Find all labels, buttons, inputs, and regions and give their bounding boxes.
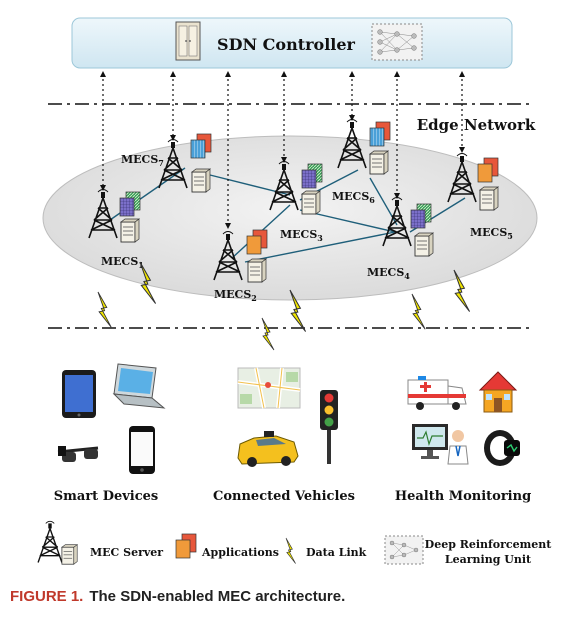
legend-mec-server [37,520,78,565]
smart-glasses-icon [57,446,99,462]
ambulance-icon [407,376,467,410]
mec-node-5: MECS5 [447,152,513,241]
mec-label: MECS3 [280,228,323,243]
smartphone-icon [129,426,155,474]
mec-label: MECS5 [470,226,513,241]
neural-net-icon [384,535,424,565]
mec-node-6: MECS6 [332,118,391,205]
legend: MEC Server Applications Data Link Deep R… [37,520,553,566]
server-icon [414,232,434,257]
group-label: Connected Vehicles [213,489,355,504]
lightning-icon [97,291,112,328]
edge-network-label: Edge Network [417,116,536,134]
legend-label: Learning Unit [445,553,532,566]
mec-node-4: MECS4 [367,196,434,281]
group-label: Health Monitoring [395,489,531,504]
mec-label: MECS4 [367,266,410,281]
lightning-icon [285,537,296,564]
app-stack-icon [175,533,197,559]
legend-label: Applications [201,546,279,559]
mec-label: MECS6 [332,190,375,205]
sdn-controller: SDN Controller [71,17,513,69]
mec-node-3: MECS3 [269,160,323,243]
legend-label: MEC Server [90,546,163,559]
mec-label: MECS1 [101,255,144,270]
doctor-monitor-icon [412,424,469,465]
map-icon [237,367,301,409]
figure-caption-text: The SDN-enabled MEC architecture. [89,588,346,605]
lightning-icon [261,317,275,351]
laptop-icon [112,363,166,409]
figure-number: FIGURE 1. [10,588,84,605]
traffic-light-icon [320,390,338,464]
neural-net-icon [371,23,423,61]
fitness-band-icon [484,430,520,466]
server-icon [191,168,211,193]
lightning-icon [411,293,426,330]
legend-label: Data Link [306,546,367,559]
mec-node-2: MECS2 [213,229,268,303]
server-icon [301,190,321,215]
control-links [100,71,465,229]
server-icon [479,186,499,211]
server-rack-icon [175,21,201,61]
legend-label: Deep Reinforcement [425,538,553,551]
server-icon [120,218,140,243]
controller-title: SDN Controller [217,35,355,54]
group-label: Smart Devices [54,489,159,504]
mec-label: MECS7 [121,153,164,168]
mec-node-7: MECS7 [121,133,212,193]
server-icon [247,258,267,283]
device-group-vehicles: Connected Vehicles [213,367,355,504]
tablet-icon [62,370,96,418]
device-group-smart: Smart Devices [54,363,166,504]
device-group-health: Health Monitoring [395,371,531,504]
mec-label: MECS2 [214,288,257,303]
house-icon [478,371,518,413]
taxi-icon [237,431,299,467]
figure-caption: FIGURE 1. The SDN-enabled MEC architectur… [10,588,570,605]
server-icon [369,150,389,175]
